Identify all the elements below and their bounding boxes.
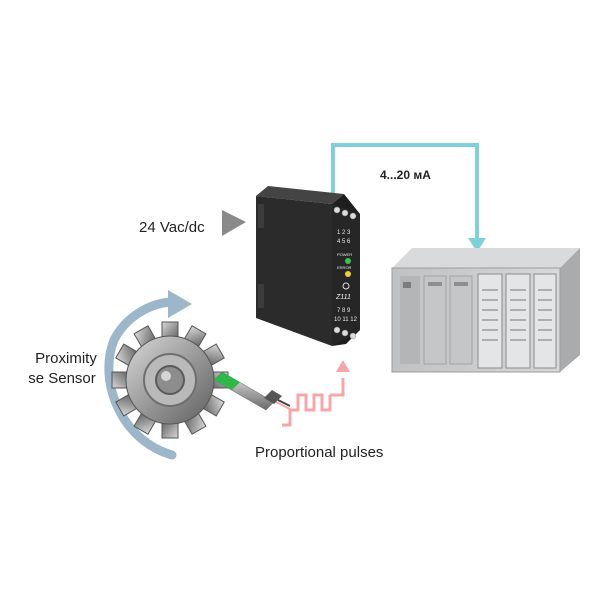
plc-icon: [391, 248, 580, 373]
terminal-numbers-bottom-2: 10 11 12: [334, 317, 358, 323]
sensor-label-line2: se Sensor: [28, 370, 96, 387]
supply-arrow-icon: [222, 210, 246, 236]
pulses-label: Proportional pulses: [255, 444, 384, 461]
error-label: ERROR: [337, 265, 352, 270]
logo-icon: [342, 282, 350, 290]
terminal-numbers-top-1: 1 2 3: [337, 230, 351, 236]
current-signal-line: [331, 143, 486, 252]
module-model: Z111: [335, 294, 351, 301]
power-label: POWER: [337, 252, 352, 257]
power-led: [345, 258, 351, 264]
current-signal-label: 4...20 мА: [380, 168, 431, 182]
terminal-numbers-top-2: 4 5 6: [337, 239, 351, 245]
terminal-numbers-bottom-1: 7 8 9: [337, 308, 351, 314]
signal-converter-icon: 1 2 3 4 5 6 POWER ERROR Z111 7 8 9 10 11…: [256, 186, 360, 346]
rotation-arrow-icon: [104, 290, 192, 460]
pulse-signal-line: [275, 360, 350, 427]
error-led: [345, 271, 351, 277]
sensor-label-line1: Proximity: [35, 350, 97, 367]
gear-icon: [111, 321, 229, 439]
proximity-sensor-icon: [213, 371, 291, 411]
supply-voltage-label: 24 Vac/dc: [139, 219, 205, 236]
